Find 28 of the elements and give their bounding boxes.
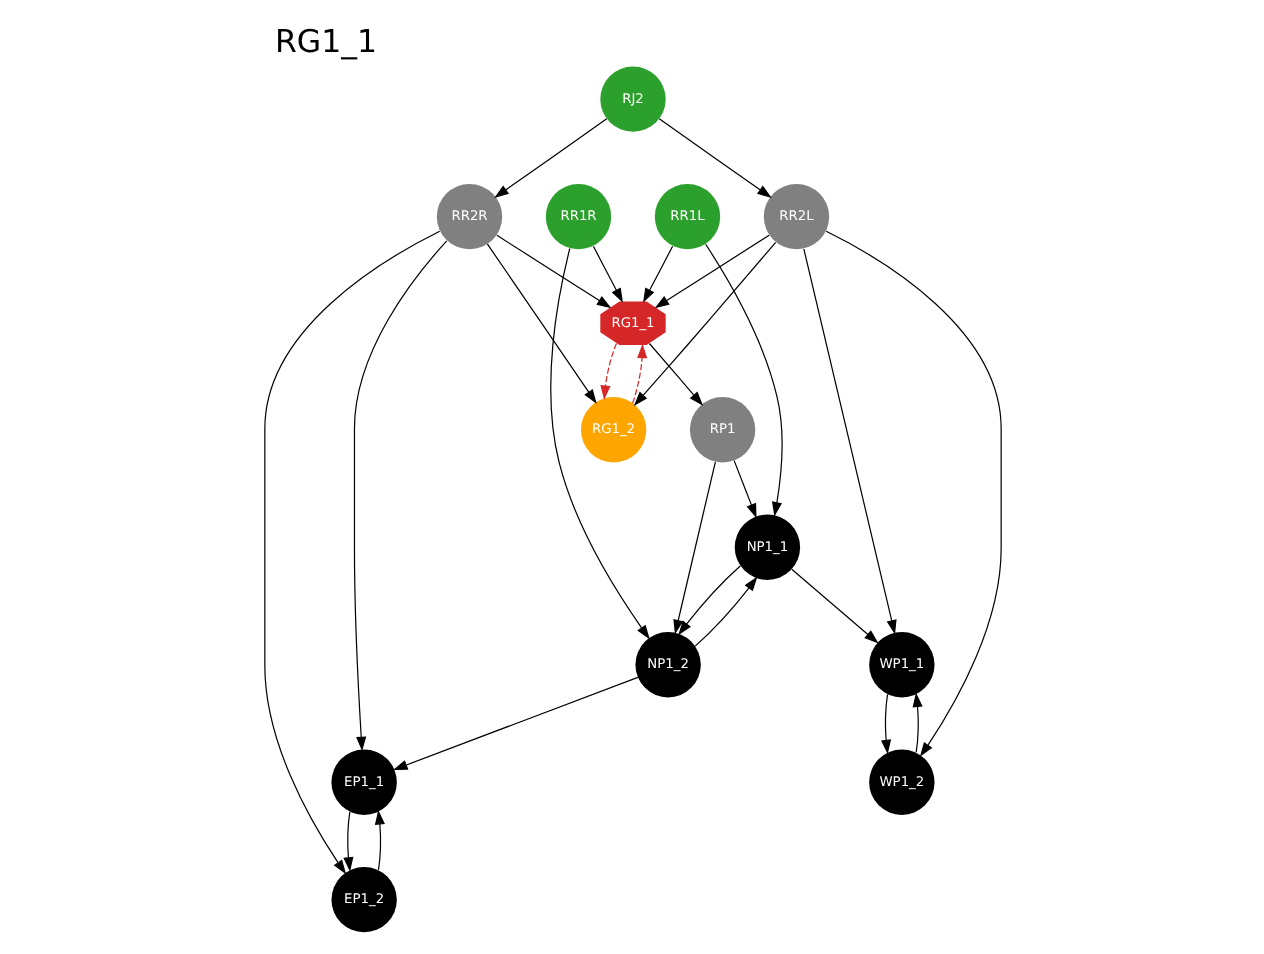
arrow <box>549 247 649 640</box>
arrow <box>642 245 673 303</box>
arrow <box>672 461 715 635</box>
arrow <box>647 342 703 406</box>
arrow <box>373 810 384 871</box>
arrow <box>880 693 891 755</box>
arrow <box>802 248 896 635</box>
arrow <box>632 241 776 406</box>
arrow <box>790 568 878 644</box>
diagram-title: RG1_1 <box>273 21 377 60</box>
arrow <box>591 245 622 303</box>
arrow <box>495 234 611 309</box>
arrow <box>824 230 1001 757</box>
arrow <box>911 692 922 754</box>
arrow <box>599 342 617 400</box>
arrow <box>704 243 782 517</box>
arrow <box>352 240 447 752</box>
arrow <box>657 118 771 199</box>
arrow <box>693 576 757 647</box>
arrow <box>653 234 769 309</box>
arrow <box>342 811 353 872</box>
arrow <box>631 343 647 404</box>
arrow <box>677 565 740 636</box>
arrow <box>392 676 638 771</box>
arrow <box>493 118 607 199</box>
arrow <box>732 460 756 519</box>
arrow <box>263 230 440 875</box>
arrow <box>485 243 596 404</box>
